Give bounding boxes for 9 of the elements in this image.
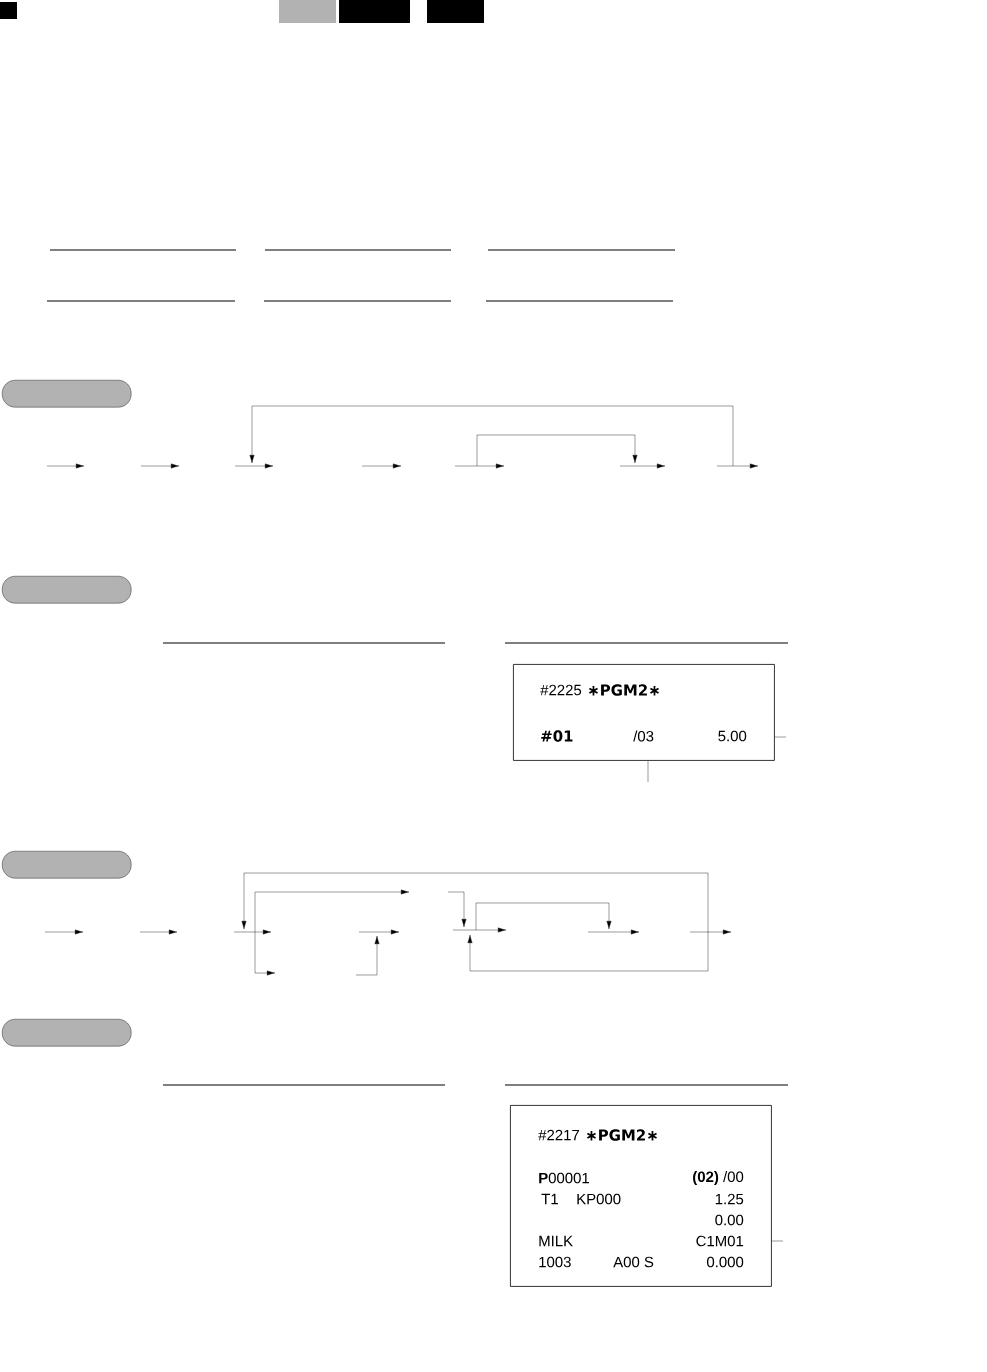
key-label-pill bbox=[2, 380, 132, 408]
receipt: #2217 ∗PGM2∗ P00001 (02) /00 T1 KP000 1.25 0.00 MILK C1M01 1003 A00 S 0.000 bbox=[510, 1105, 772, 1287]
key-label-pill bbox=[2, 1019, 132, 1047]
leader-line bbox=[647, 760, 649, 783]
receipt: #2225 ∗PGM2∗ #01 /03 5.00 bbox=[513, 664, 775, 761]
leader-line bbox=[771, 1240, 784, 1242]
key-label-pill bbox=[2, 851, 132, 879]
leader-line bbox=[774, 736, 787, 738]
key-label-pill bbox=[2, 576, 132, 604]
